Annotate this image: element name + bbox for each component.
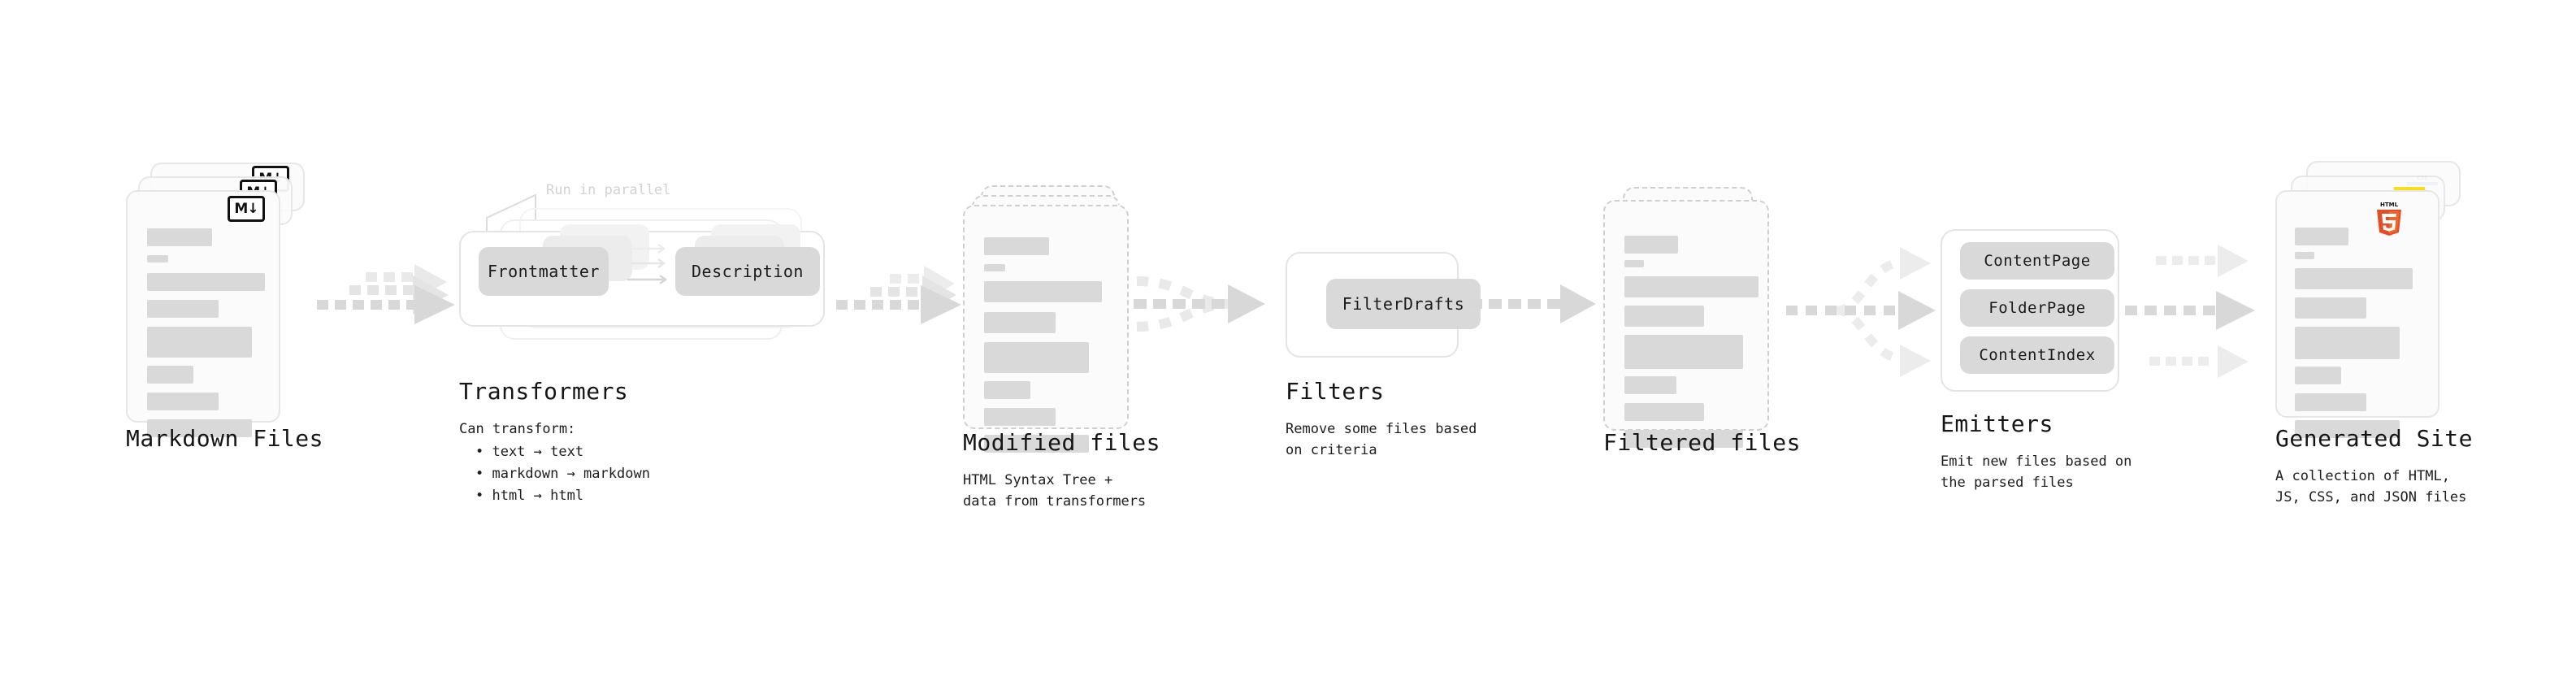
generated-site-subtitle: A collection of HTML, JS, CSS, and JSON … (2275, 468, 2467, 506)
transformers-group: Run in parallel Frontmatter (459, 182, 825, 360)
generated-site-stack: CSS HTML (2275, 161, 2462, 438)
transformers-bullet-0: • text → text (475, 444, 584, 460)
modified-sheet-front (963, 205, 1129, 453)
markdown-placeholder-lines (128, 192, 279, 437)
emitters-chip-contentpage[interactable]: ContentPage (1960, 242, 2114, 280)
connector-transformers-to-modified (836, 266, 961, 324)
generated-site-title: Generated Site (2275, 425, 2474, 452)
emitters-subtitle: Emit new files based on the parsed files (1941, 453, 2132, 492)
emitters-chip-contentindex[interactable]: ContentIndex (1960, 336, 2114, 374)
connector-md-to-transformers (317, 264, 455, 324)
transformers-bullets-heading: Can transform: (459, 421, 576, 437)
modified-files-title: Modified files (963, 429, 1161, 456)
transformers-bullet-2: • html → html (475, 488, 584, 504)
connector-filtered-to-emitters (1786, 247, 1936, 377)
markdown-files-stack: M↓ M↓ M↓ (126, 163, 305, 437)
markdown-files-title: Markdown Files (126, 425, 324, 452)
connector-emitters-to-site (2125, 245, 2255, 378)
transformers-chip-frontmatter[interactable]: Frontmatter (479, 247, 609, 296)
svg-text:HTML: HTML (2380, 202, 2399, 208)
modified-placeholder-lines (965, 206, 1127, 453)
filtered-files-title: Filtered files (1603, 429, 1802, 456)
emitters-title: Emitters (1941, 410, 2053, 437)
connector-filters-to-filtered (1469, 284, 1596, 323)
emitters-chip-folderpage[interactable]: FolderPage (1960, 289, 2114, 327)
modified-files-subtitle: HTML Syntax Tree + data from transformer… (963, 472, 1147, 510)
run-in-parallel-hint: Run in parallel (546, 182, 671, 198)
site-sheet-front-html (2275, 190, 2439, 438)
site-placeholder-lines (2277, 192, 2438, 438)
transformers-chip-description[interactable]: Description (675, 247, 820, 296)
html5-icon: HTML (2373, 200, 2405, 237)
filtered-placeholder-lines (1605, 202, 1767, 448)
filters-chip-filterdrafts[interactable]: FilterDrafts (1326, 279, 1481, 329)
transformers-bullet-1: • markdown → markdown (475, 466, 650, 482)
connector-modified-to-filters (1134, 276, 1265, 332)
filtered-sheet-front (1603, 200, 1769, 448)
markdown-sheet-front (126, 190, 280, 437)
modified-files-stack (963, 185, 1138, 453)
transformers-title: Transformers (459, 378, 629, 405)
markdown-icon-front: M↓ (228, 196, 265, 222)
transformers-inner-arrows (627, 243, 668, 285)
filters-subtitle: Remove some files based on criteria (1286, 421, 1477, 459)
filtered-files-stack (1603, 187, 1778, 448)
filters-title: Filters (1286, 378, 1385, 405)
